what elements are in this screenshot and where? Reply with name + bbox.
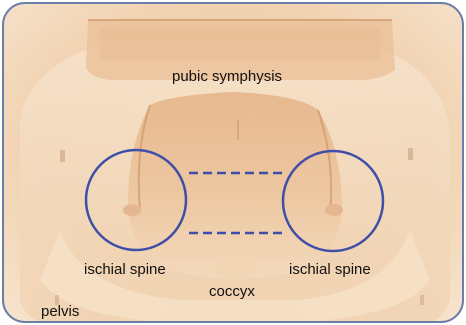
label-coccyx: coccyx (209, 284, 255, 299)
label-pelvis: pelvis (41, 304, 79, 319)
ischial-spine-right-shape (325, 204, 343, 216)
pelvic-cavity (128, 92, 342, 279)
label-ischial-spine-right: ischial spine (289, 262, 371, 277)
label-ischial-spine-left: ischial spine (84, 262, 166, 277)
ischial-spine-left-shape (123, 204, 141, 216)
coccyx-shape (213, 258, 257, 278)
label-pubic-symphysis: pubic symphysis (172, 69, 282, 84)
